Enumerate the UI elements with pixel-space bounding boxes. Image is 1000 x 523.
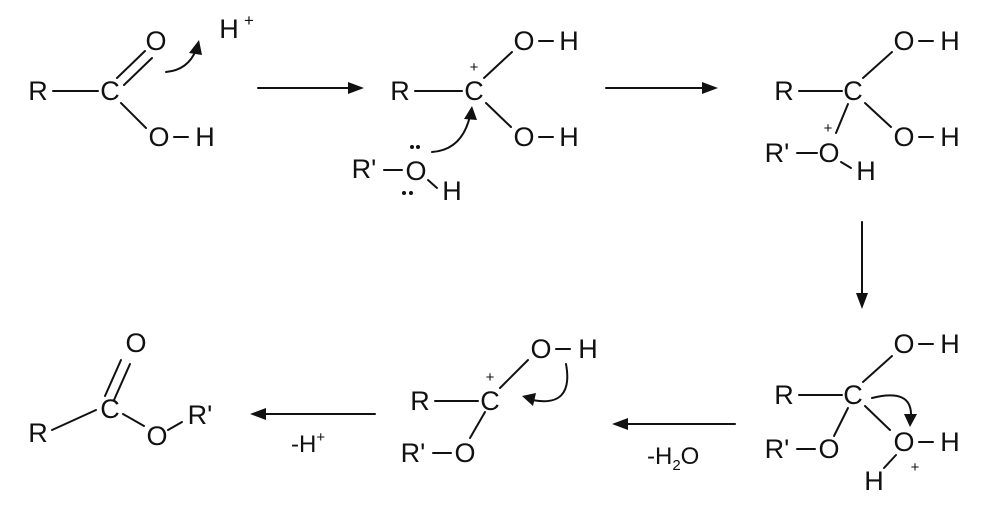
s4-water-o-h2-bond <box>883 454 897 469</box>
s2-c-oh2-bond <box>485 102 512 128</box>
s4-c-o-bond <box>833 407 849 437</box>
s2-oh1-oxygen-label: O <box>513 26 534 56</box>
s2-alcohol-hydrogen-label: H <box>442 176 462 206</box>
s6-c-o-bond <box>122 413 145 427</box>
s2-lone-pair-top-dot-2 <box>416 145 420 149</box>
s2-alcohol-oxygen-label: O <box>405 156 426 186</box>
s1-carbonyl-double-bond-b <box>123 57 153 86</box>
s3-c-oh2-bond <box>864 102 892 128</box>
protonated-acid-structure: R C + O H O H R' O H <box>352 26 579 206</box>
s1-carbonyl-double-bond-a <box>116 50 146 79</box>
protonated-ester-structure: R C + O H R' O <box>401 334 598 468</box>
tetrahedral-intermediate-structure: R C O H O H R' O + H <box>765 26 960 186</box>
s2-r-label: R <box>390 76 410 106</box>
s1-carbon-label: C <box>100 76 120 106</box>
s5-c-oh-bond <box>499 359 529 389</box>
carboxylic-acid-structure: R C O O H H + <box>28 11 254 152</box>
s5-r-label: R <box>410 386 430 416</box>
reaction-arrow-3 <box>856 221 868 309</box>
s5-curved-arrowhead <box>522 393 536 406</box>
s3-oxonium-charge: + <box>824 120 833 137</box>
s1-c-oh-bond <box>120 102 147 129</box>
s6-r-c-bond <box>51 409 97 431</box>
s3-oh2-hydrogen-label: H <box>940 122 960 152</box>
ester-product-structure: R C O O R' <box>28 328 212 451</box>
s5-rprime-label: R' <box>401 438 426 468</box>
s4-oh-oxygen-label: O <box>893 329 914 359</box>
s3-carbon-label: C <box>843 76 863 106</box>
s1-r-label: R <box>28 76 48 106</box>
s2-curved-arrowhead <box>464 106 477 120</box>
s2-carbocation-charge: + <box>470 59 479 76</box>
s6-carbonyl-double-bond-b <box>113 363 131 401</box>
s5-oh-oxygen-label: O <box>530 334 551 364</box>
s5-carbocation-charge: + <box>486 369 495 386</box>
s2-oh2-oxygen-label: O <box>513 122 534 152</box>
water-loss-condition: -H2O <box>647 443 699 474</box>
s4-ether-oxygen-label: O <box>818 434 839 464</box>
s4-curved-arrow <box>871 394 913 417</box>
s4-water-charge: + <box>911 459 920 476</box>
s3-c-o-bond <box>835 103 849 134</box>
s3-r-label: R <box>774 76 794 106</box>
s3-oh2-oxygen-label: O <box>893 122 914 152</box>
s4-rprime-label: R' <box>765 434 790 464</box>
s5-c-o-bond <box>469 411 486 439</box>
s5-curved-arrow <box>531 363 569 403</box>
s4-curved-arrowhead <box>904 414 917 427</box>
s3-oh1-oxygen-label: O <box>893 26 914 56</box>
s4-water-hydrogen-label: H <box>940 427 960 457</box>
proton-label: H <box>219 14 239 44</box>
s3-o-h-bond <box>840 161 852 169</box>
s1-carbonyl-oxygen-label: O <box>145 26 166 56</box>
s1-hydroxyl-hydrogen-label: H <box>195 122 215 152</box>
s1-curved-arrowhead <box>189 40 202 55</box>
s2-lone-pair-top-dot-1 <box>410 145 414 149</box>
reaction-arrow-5 <box>250 408 376 420</box>
reaction-arrow-1 <box>257 82 364 94</box>
s2-lone-pair-bottom-dot-2 <box>409 191 413 195</box>
s4-carbon-label: C <box>843 380 863 410</box>
s6-rprime-label: R' <box>188 400 213 430</box>
s6-o-rprime-bond <box>167 421 183 431</box>
s6-ether-oxygen-label: O <box>146 421 167 451</box>
s4-oh-hydrogen-label: H <box>940 329 960 359</box>
s2-alcohol-r-label: R' <box>352 154 377 184</box>
s4-water-oxygen-label: O <box>893 427 914 457</box>
s4-c-oh2-bond <box>864 405 891 431</box>
reaction-arrow-2 <box>605 82 718 94</box>
s5-ether-oxygen-label: O <box>454 438 475 468</box>
s2-carbon-label: C <box>464 76 484 106</box>
s6-carbonyl-double-bond-a <box>104 359 122 397</box>
s3-c-oh1-bond <box>862 51 893 79</box>
s4-water-hydrogen2-label: H <box>864 466 884 496</box>
proton-charge-label: + <box>244 11 254 30</box>
s4-r-label: R <box>774 380 794 410</box>
reaction-arrow-4 <box>612 418 736 430</box>
s4-c-oh-bond <box>862 355 893 383</box>
s2-lone-pair-bottom-dot-1 <box>402 191 406 195</box>
s3-oxonium-oxygen-label: O <box>818 138 839 168</box>
s3-oh1-hydrogen-label: H <box>940 26 960 56</box>
s2-c-oh1-bond <box>483 51 513 79</box>
deprotonation-condition: -H+ <box>291 429 325 458</box>
s6-r-label: R <box>28 418 48 448</box>
s3-rprime-label: R' <box>765 138 790 168</box>
s6-carbon-label: C <box>100 394 120 424</box>
s5-carbon-label: C <box>480 386 500 416</box>
s2-curved-arrow <box>431 115 471 153</box>
s2-alcohol-o-h-bond <box>427 179 438 189</box>
s1-hydroxyl-oxygen-label: O <box>148 122 169 152</box>
s3-oxonium-hydrogen-label: H <box>856 156 876 186</box>
s5-oh-hydrogen-label: H <box>578 334 598 364</box>
s2-oh1-hydrogen-label: H <box>559 26 579 56</box>
s2-oh2-hydrogen-label: H <box>559 122 579 152</box>
protonated-water-intermediate-structure: R C O H R' O O H H + <box>765 329 960 496</box>
s6-carbonyl-oxygen-label: O <box>125 328 146 358</box>
